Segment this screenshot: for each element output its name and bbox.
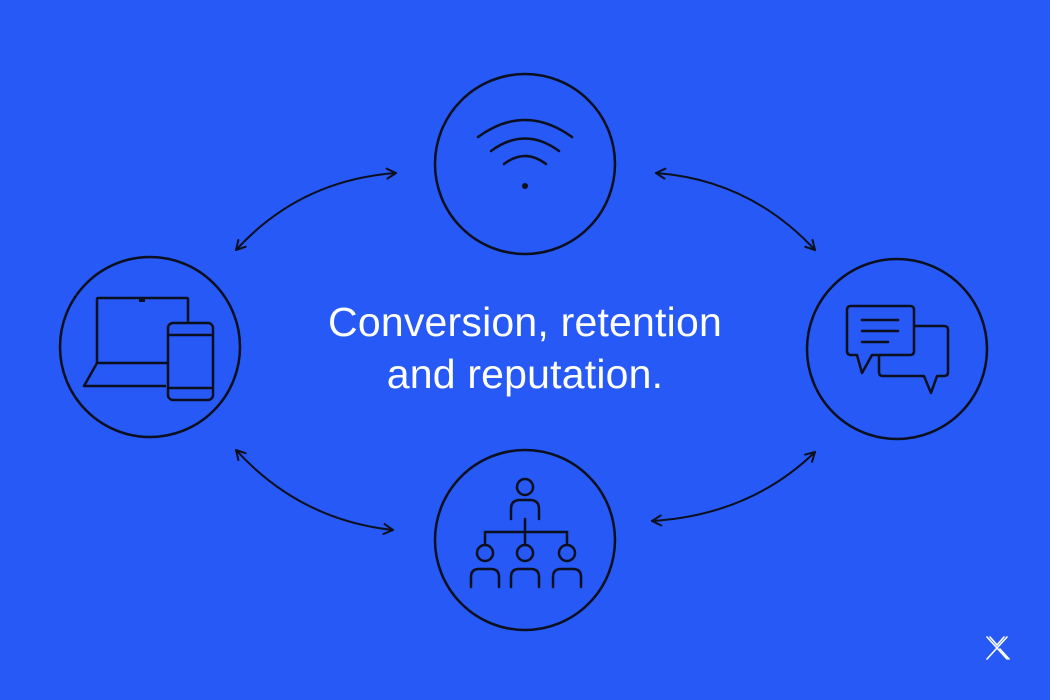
chat-bubbles-icon [845,304,950,395]
devices-icon [82,296,215,402]
headline-line-2: and reputation. [386,351,664,397]
node-left [58,255,242,439]
arrow-left-bottom [235,449,394,536]
headline: Conversion, retention and reputation. [225,296,825,400]
node-top [433,72,617,256]
org-chart-icon [469,477,583,589]
arrow-left-top [235,167,397,251]
headline-line-1: Conversion, retention [328,299,722,345]
brand-x-logo [986,636,1010,660]
arrow-top-right [655,167,816,251]
node-right [805,257,989,441]
arrow-bottom-right [651,451,816,527]
node-bottom [433,448,617,632]
wifi-icon [476,118,574,189]
connector-arrows [235,167,816,536]
